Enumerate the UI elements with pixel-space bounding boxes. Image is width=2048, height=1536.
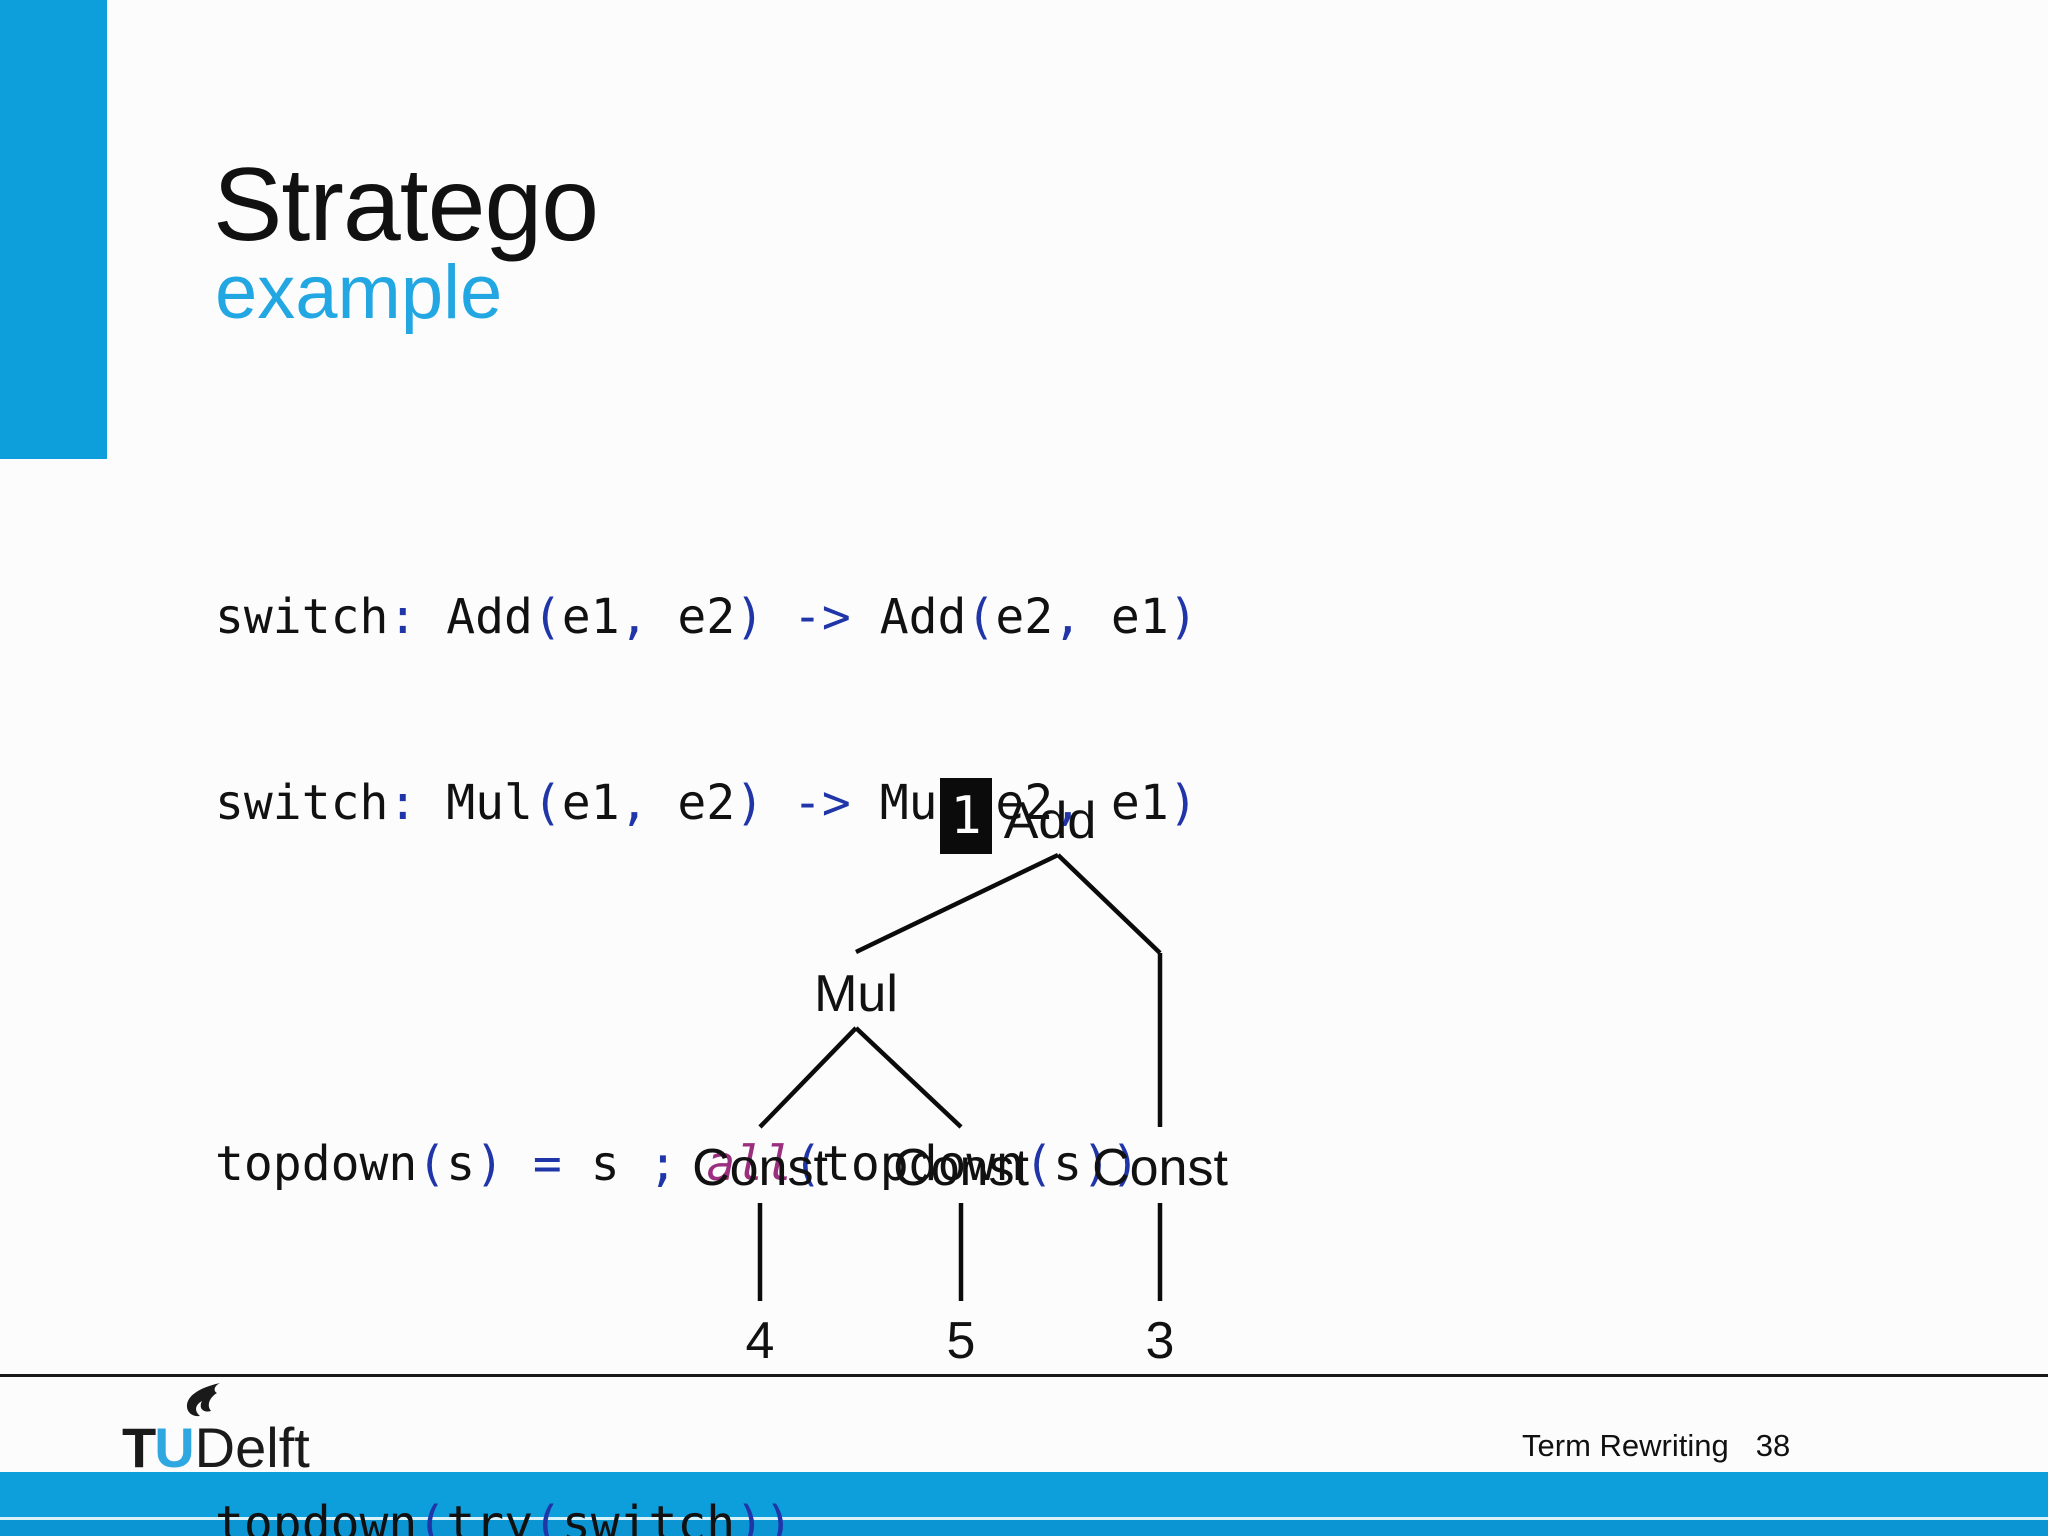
tree-node-const-left: Const <box>692 1139 828 1197</box>
logo-word-delft: Delft <box>194 1416 310 1479</box>
code-token: ) <box>1168 589 1198 645</box>
code-token: switch <box>215 589 389 645</box>
code-token: ) = <box>475 1136 591 1192</box>
code-line-topdown-def: topdown(s) = s ; all(topdown(s)) <box>215 1133 1198 1195</box>
code-blank-line <box>215 1319 1198 1369</box>
code-token: , <box>619 589 649 645</box>
code-token: e2 <box>648 589 736 645</box>
code-token: ; <box>619 1136 707 1192</box>
bottom-edge-bar <box>0 1520 2048 1536</box>
bottom-bar-separator <box>0 1517 2048 1520</box>
code-token: e2 <box>995 589 1054 645</box>
code-token: topdown <box>215 1496 418 1536</box>
step-number: 1 <box>950 786 982 846</box>
code-token: , <box>1053 589 1083 645</box>
tu-delft-logo: TUDelft <box>120 1382 360 1476</box>
code-token: : <box>388 589 418 645</box>
code-line-topdown-call: topdown(try(switch)) <box>215 1493 1198 1536</box>
code-line-switch-add: switch: Add(e1, e2) -> Add(e2, e1) <box>215 586 1198 648</box>
tu-delft-wordmark: TUDelft <box>122 1420 310 1476</box>
code-token: s <box>1053 1136 1083 1192</box>
tree-node-const-mid: Const <box>893 1139 1029 1197</box>
logo-letter-t: T <box>122 1416 156 1479</box>
code-token: , <box>619 775 649 831</box>
footer-caption: Term Rewriting 38 <box>1522 1430 1790 1461</box>
code-token: s <box>446 1136 476 1192</box>
code-token: ( <box>793 1136 822 1192</box>
code-token: Mul <box>417 775 533 831</box>
footer-divider-line <box>0 1374 2048 1377</box>
code-token: )) <box>735 1496 793 1536</box>
code-token: ( <box>532 775 562 831</box>
code-token: e2 <box>648 775 736 831</box>
slide-subtitle: example <box>215 250 503 335</box>
code-block: switch: Add(e1, e2) -> Add(e2, e1) switc… <box>215 462 1198 1536</box>
code-token: , <box>1053 775 1083 831</box>
code-token: e1 <box>1082 589 1169 645</box>
code-token: ) -> <box>735 589 880 645</box>
code-token: Add <box>879 589 967 645</box>
code-token: ) <box>1168 775 1198 831</box>
code-token: e1 <box>1082 775 1169 831</box>
left-accent-bar <box>0 0 107 459</box>
tree-node-add: Add <box>1003 792 1097 850</box>
code-token: ( <box>1024 1136 1054 1192</box>
slide-title: Stratego <box>213 147 599 263</box>
tree-node-const-right: Const <box>1092 1139 1228 1197</box>
code-token: ( <box>532 589 562 645</box>
tree-leaf-3: 3 <box>1145 1312 1175 1370</box>
code-token: Add <box>417 589 533 645</box>
code-token: e1 <box>561 589 620 645</box>
code-token: ( <box>417 1496 447 1536</box>
code-token: topdown <box>215 1136 418 1192</box>
code-token: : <box>388 775 418 831</box>
tree-leaf-4: 4 <box>745 1312 775 1370</box>
code-token: e1 <box>561 775 620 831</box>
code-token: switch <box>561 1496 736 1536</box>
code-token: s <box>590 1136 620 1192</box>
step-number-badge: 1 <box>940 778 992 854</box>
code-token: ) -> <box>735 775 880 831</box>
logo-letter-u: U <box>154 1416 195 1479</box>
code-token: try <box>446 1496 533 1536</box>
code-token: ( <box>417 1136 447 1192</box>
code-token: )) <box>1082 1136 1140 1192</box>
code-token: ( <box>966 589 996 645</box>
course-title: Term Rewriting <box>1522 1428 1729 1463</box>
bottom-accent-bar <box>0 1472 2048 1517</box>
code-token-all: all <box>706 1136 794 1192</box>
slide-number: 38 <box>1755 1428 1791 1463</box>
code-token: switch <box>215 775 389 831</box>
code-token: topdown <box>821 1136 1025 1192</box>
tree-leaf-5: 5 <box>946 1312 976 1370</box>
code-token: e2 <box>995 775 1054 831</box>
tree-node-mul: Mul <box>814 965 898 1023</box>
flame-icon <box>186 1383 220 1417</box>
code-blank-line <box>215 958 1198 1009</box>
code-token: ( <box>532 1496 562 1536</box>
